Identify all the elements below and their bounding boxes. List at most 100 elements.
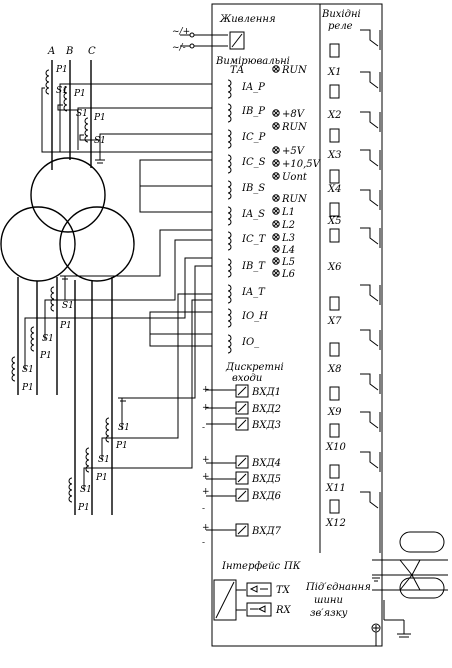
indicator-plus-10-5v: +10,5V: [282, 159, 322, 170]
ct-label-p1: P1: [77, 503, 90, 513]
relay-coil-icon: [329, 128, 340, 143]
power-transformer-symbol: [0, 157, 135, 282]
optocoupler-icon: [235, 523, 249, 537]
measuring-input-io: IO_: [241, 337, 259, 348]
relay-x1: X1: [327, 29, 381, 78]
discrete-input-2: ВХД2: [251, 404, 281, 415]
relay-coil-icon: [329, 169, 340, 184]
pc-interface: TX RX: [213, 579, 292, 621]
bus-section-subtitle-2: зв′язку: [310, 608, 348, 619]
indicator-leds: RUN +8V RUN +5V +10,5V Uont RUN L1 L2 L3…: [272, 65, 322, 280]
discrete-section-title: Дискретні: [225, 362, 284, 373]
power-input-ac-minus: ~/-: [172, 43, 186, 53]
ct-label-p1: P1: [93, 113, 106, 123]
outputs-section-subtitle: реле: [328, 21, 353, 32]
indicator-run-1: RUN: [281, 65, 308, 76]
phase-label-a: A: [47, 46, 55, 57]
optocoupler-icon: [235, 455, 249, 469]
indicator-l5: L5: [281, 257, 295, 268]
ct-label-s1: S1: [56, 86, 68, 96]
relay-label-x1: X1: [327, 67, 341, 78]
indicator-plus-5v: +5V: [282, 146, 306, 157]
measuring-input-labels: IA_P IB_P IC_P IC_S IB_S IA_S IC_T IB_T …: [241, 82, 268, 348]
indicator-run-2: RUN: [281, 122, 308, 133]
tx-optocoupler-icon: [246, 582, 272, 597]
power-supply: ~/+ ~/-: [172, 27, 245, 53]
relay-coil-icon: [329, 84, 340, 99]
secondary-wiring: [24, 83, 212, 490]
interface-section-title: Інтерфейс: [221, 561, 281, 572]
indicator-l2: L2: [281, 220, 295, 231]
indicator-run-3: RUN: [281, 194, 308, 205]
relay-label-x11: X11: [325, 483, 346, 494]
ct-label-s1: S1: [42, 334, 54, 344]
relay-x5: X5: [327, 189, 381, 227]
ct-label-s1: S1: [22, 365, 34, 375]
measuring-input-ib-t: IB_T: [241, 261, 266, 272]
led-icon: [272, 269, 280, 277]
ct-label-s1: S1: [76, 109, 88, 119]
ct-label-p1: P1: [55, 65, 68, 75]
relay-x11: X11: [325, 451, 381, 494]
relay-label-x10: X10: [325, 442, 346, 453]
optocoupler-icon: [235, 488, 249, 502]
measuring-input-ib-s: IB_S: [241, 183, 265, 194]
polarity-plus: +: [202, 403, 210, 413]
discrete-section-subtitle: входи: [232, 373, 262, 384]
interface-port-rx: RX: [275, 605, 292, 616]
bus-section-subtitle: шини: [314, 595, 343, 606]
ct-label-p1: P1: [73, 89, 86, 99]
relay-label-x12: X12: [325, 518, 346, 529]
indicator-l6: L6: [281, 269, 296, 280]
ct-label-p1: P1: [39, 351, 52, 361]
device-enclosure: [211, 3, 383, 647]
relay-coil-icon: [329, 296, 340, 311]
relay-x9: X9: [327, 373, 381, 418]
power-input-ac-plus: ~/+: [172, 27, 190, 37]
relay-label-x9: X9: [327, 407, 342, 418]
ct-label-p1: P1: [59, 321, 72, 331]
indicator-l1: L1: [281, 207, 295, 218]
led-icon: [272, 122, 280, 130]
power-section-title: Живлення: [219, 14, 276, 25]
polarity-plus: +: [202, 455, 210, 465]
relay-label-x5: X5: [327, 216, 341, 227]
polarity-plus: +: [202, 385, 210, 395]
led-icon: [272, 65, 280, 73]
led-icon: [272, 159, 280, 167]
relay-x4: X4: [327, 149, 381, 195]
phase-label-c: C: [88, 46, 96, 57]
relay-x10: X10: [325, 411, 381, 453]
relay-x6: X6: [327, 227, 381, 273]
measuring-input-ia-s: IA_S: [241, 209, 265, 220]
ct-label-p1: P1: [115, 441, 128, 451]
discrete-input-4: ВХД4: [251, 458, 281, 469]
relay-label-x2: X2: [327, 110, 341, 121]
polarity-plus: +: [202, 487, 210, 497]
outputs-section-title: Вихідні: [321, 9, 361, 20]
discrete-input-7: ВХД7: [251, 526, 282, 537]
lv-phase-conductors: [17, 277, 113, 515]
ct-label-p1: P1: [21, 383, 34, 393]
relay-coil-icon: [329, 499, 340, 514]
ct-label-s1: S1: [118, 423, 130, 433]
relay-coil-icon: [329, 386, 340, 401]
ground-terminal-icon: [371, 623, 381, 633]
ct-label-s1: S1: [80, 485, 92, 495]
measuring-section-title: Вимірювальні: [215, 56, 290, 67]
interface-port-tx: TX: [276, 585, 291, 596]
indicator-l3: L3: [281, 233, 295, 244]
discrete-input-6: ВХД6: [251, 491, 282, 502]
discrete-input-1: ВХД1: [251, 387, 281, 398]
indicator-uont: Uont: [282, 172, 308, 183]
relay-x2: X2: [327, 71, 381, 121]
measuring-input-ic-t: IC_T: [241, 234, 267, 245]
current-transformers: [11, 69, 110, 503]
relay-x12: X12: [325, 491, 381, 529]
relay-label-x4: X4: [327, 184, 341, 195]
rx-optocoupler-icon: [246, 602, 272, 617]
led-icon: [272, 146, 280, 154]
led-icon: [272, 172, 280, 180]
relay-coil-icon: [329, 464, 340, 479]
